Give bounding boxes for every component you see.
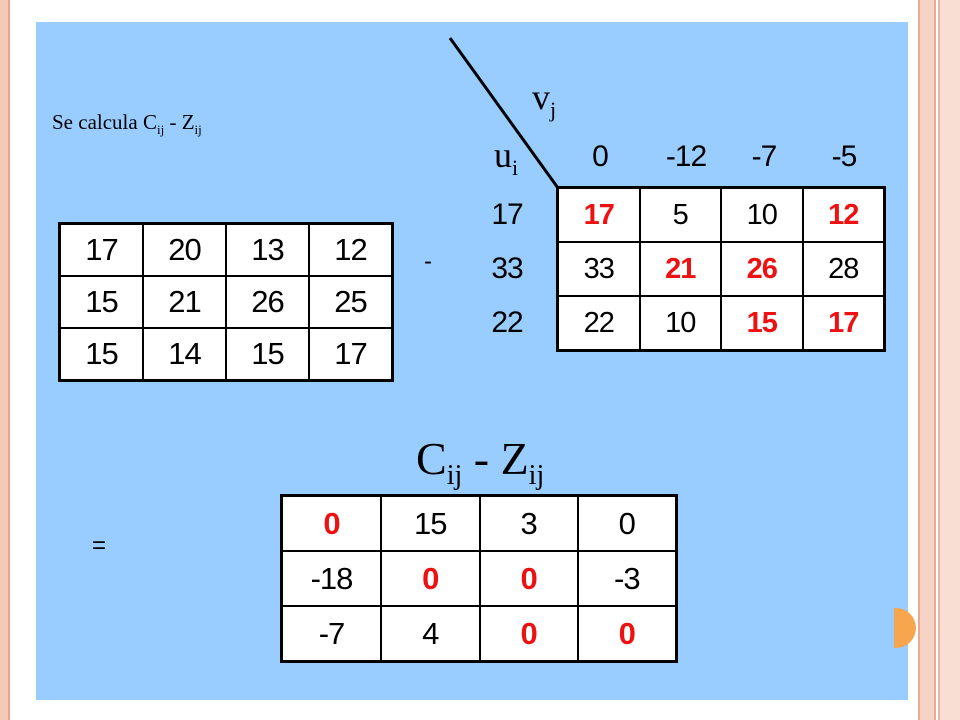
table-cell: 14 <box>142 327 227 382</box>
table-cell: 3 <box>478 494 579 552</box>
result-title-mid: - Z <box>462 433 529 484</box>
table-cell: 0 <box>478 605 579 663</box>
table-cell: -3 <box>576 550 678 607</box>
accent-circle <box>894 608 916 648</box>
table-cell: 33 <box>556 241 641 297</box>
u-label: u <box>494 135 512 175</box>
u-label-sub: i <box>512 155 519 181</box>
table-cell: 26 <box>720 241 804 297</box>
v-value: 0 <box>592 140 609 173</box>
content-panel: Se calcula Cij - Zij vj ui 0 -12 -7 -5 1… <box>36 22 908 700</box>
v-value: -7 <box>751 140 778 173</box>
result-title: Cij - Zij <box>416 432 544 492</box>
table-cell: 12 <box>308 222 394 277</box>
table-cell: 17 <box>308 327 394 382</box>
table-cell: 13 <box>225 222 310 277</box>
table-cell: -18 <box>280 550 382 607</box>
table-cell: 5 <box>638 186 722 243</box>
table-cell: 10 <box>720 186 804 243</box>
result-title-c: C <box>416 433 447 484</box>
slide-frame-left <box>0 0 10 720</box>
v-value: -5 <box>831 140 858 173</box>
v-label: v <box>532 77 550 117</box>
slide-frame-right <box>918 0 936 720</box>
table-cell: 25 <box>308 275 394 329</box>
table-cell: 17 <box>556 186 641 243</box>
table-cell: 0 <box>280 494 382 552</box>
table-cell: 17 <box>58 222 144 277</box>
u-value: 17 <box>491 198 523 231</box>
result-title-sub-1: ij <box>446 460 463 492</box>
table-cell: 26 <box>225 275 310 329</box>
table-cell: 0 <box>576 494 678 552</box>
table-cell: 15 <box>379 494 481 552</box>
u-value: 22 <box>491 306 523 339</box>
table-cell: 4 <box>379 605 481 663</box>
table-cell: 0 <box>478 550 579 607</box>
table-cell: 21 <box>142 275 227 329</box>
table-cell: 22 <box>556 295 641 352</box>
table-cell: 21 <box>638 241 722 297</box>
table-cell: 0 <box>576 605 678 663</box>
subtitle-text: Se calcula C <box>52 110 157 134</box>
slide-frame-right-outer <box>938 0 960 720</box>
table-cell: 15 <box>58 275 144 329</box>
table-cell: 15 <box>720 295 804 352</box>
table-cell: 10 <box>638 295 722 352</box>
table-cell: 0 <box>379 550 481 607</box>
table-cell: -7 <box>280 605 382 663</box>
subtitle-sub-ij-2: ij <box>194 122 202 138</box>
table-cell: 15 <box>58 327 144 382</box>
u-value: 33 <box>491 252 523 285</box>
slide-subtitle: Se calcula Cij - Zij <box>52 110 202 138</box>
table-cell: 28 <box>801 241 886 297</box>
u-header-label: ui <box>494 134 518 181</box>
v-label-sub: j <box>550 97 557 123</box>
subtitle-mid: - Z <box>164 110 195 134</box>
minus-operator: - <box>424 248 432 275</box>
table-cell: 17 <box>801 295 886 352</box>
result-title-sub-2: ij <box>528 460 545 492</box>
v-value: -12 <box>665 140 707 173</box>
subtitle-sub-ij-1: ij <box>156 122 165 138</box>
table-cell: 15 <box>225 327 310 382</box>
v-header-label: vj <box>532 76 556 123</box>
table-cell: 20 <box>142 222 227 277</box>
equals-operator: = <box>92 532 107 559</box>
header-diagonal-line <box>448 37 560 189</box>
table-cell: 12 <box>801 186 886 243</box>
